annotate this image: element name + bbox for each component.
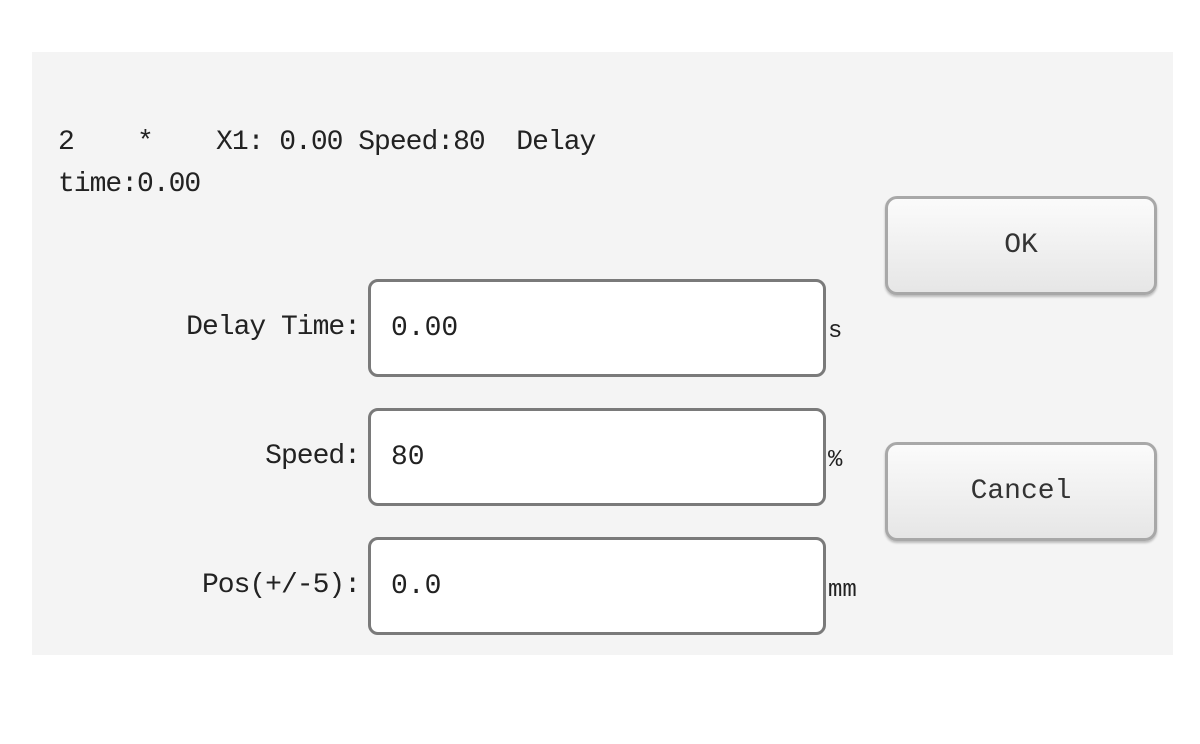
ok-button[interactable]: OK xyxy=(885,196,1157,295)
speed-field[interactable] xyxy=(368,408,826,506)
speed-input[interactable] xyxy=(371,411,823,503)
cancel-button[interactable]: Cancel xyxy=(885,442,1157,541)
position-unit: mm xyxy=(828,577,857,604)
delay-time-field[interactable] xyxy=(368,279,826,377)
speed-label: Speed: xyxy=(265,441,361,472)
step-info-text: 2 * X1: 0.00 Speed:80 Delay time:0.00 xyxy=(58,127,612,200)
position-label: Pos(+/-5): xyxy=(201,570,361,601)
position-input[interactable] xyxy=(371,540,823,632)
delay-time-unit: s xyxy=(828,318,843,345)
delay-time-label: Delay Time: xyxy=(186,312,361,343)
speed-unit: % xyxy=(828,447,843,474)
delay-time-input[interactable] xyxy=(371,282,823,374)
position-field[interactable] xyxy=(368,537,826,635)
